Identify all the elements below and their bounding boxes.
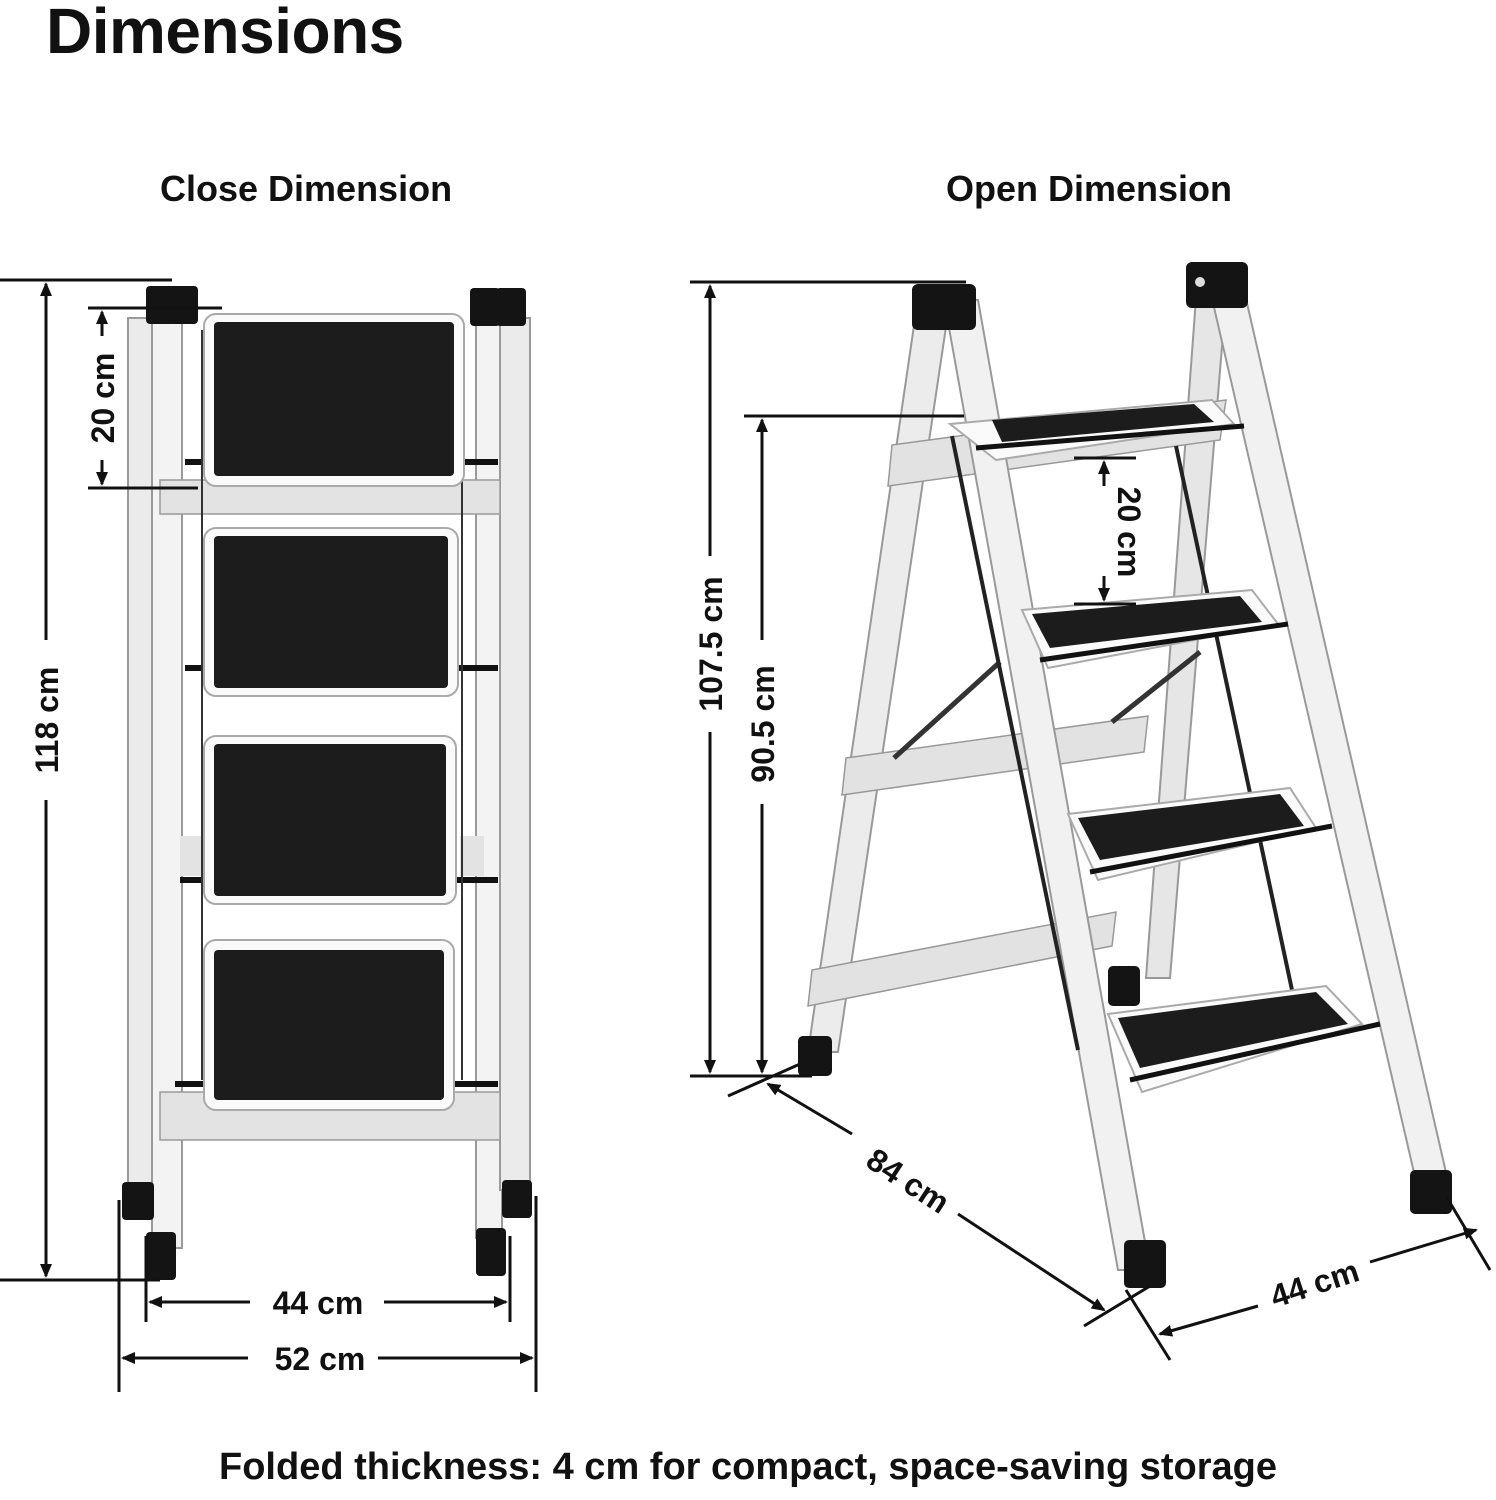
folded-thickness-note: Folded thickness: 4 cm for compact, spac… <box>219 1446 1277 1488</box>
open-ladder-illustration <box>798 262 1452 1288</box>
close-outer-width-label: 52 cm <box>275 1341 366 1377</box>
open-total-height-label: 107.5 cm <box>693 576 729 711</box>
open-total-height-dimension: 107.5 cm <box>690 280 966 1078</box>
closed-ladder-illustration <box>122 286 532 1280</box>
open-width-dimension: 44 cm <box>1124 1195 1492 1361</box>
open-step-gap-label: 20 cm <box>1111 487 1147 578</box>
close-height-label: 118 cm <box>29 667 65 774</box>
close-inner-width-dimension: 44 cm <box>144 1236 512 1322</box>
close-dimension-heading: Close Dimension <box>160 168 453 209</box>
close-inner-width-label: 44 cm <box>273 1285 364 1321</box>
open-depth-dimension: 84 cm <box>727 1062 1151 1328</box>
open-width-label: 44 cm <box>1266 1252 1363 1314</box>
close-step-gap-label: 20 cm <box>85 353 121 444</box>
open-dimension-heading: Open Dimension <box>946 168 1233 209</box>
close-outer-width-dimension: 52 cm <box>117 1196 538 1392</box>
open-step-gap-dimension: 20 cm <box>1074 456 1147 606</box>
open-platform-height-dimension: 90.5 cm <box>744 414 964 1074</box>
close-height-dimension: 118 cm <box>0 278 172 1282</box>
open-platform-height-label: 90.5 cm <box>745 665 781 782</box>
page-title: Dimensions <box>46 0 404 67</box>
close-step-gap-dimension: 20 cm <box>85 306 222 490</box>
open-depth-label: 84 cm <box>860 1141 956 1221</box>
